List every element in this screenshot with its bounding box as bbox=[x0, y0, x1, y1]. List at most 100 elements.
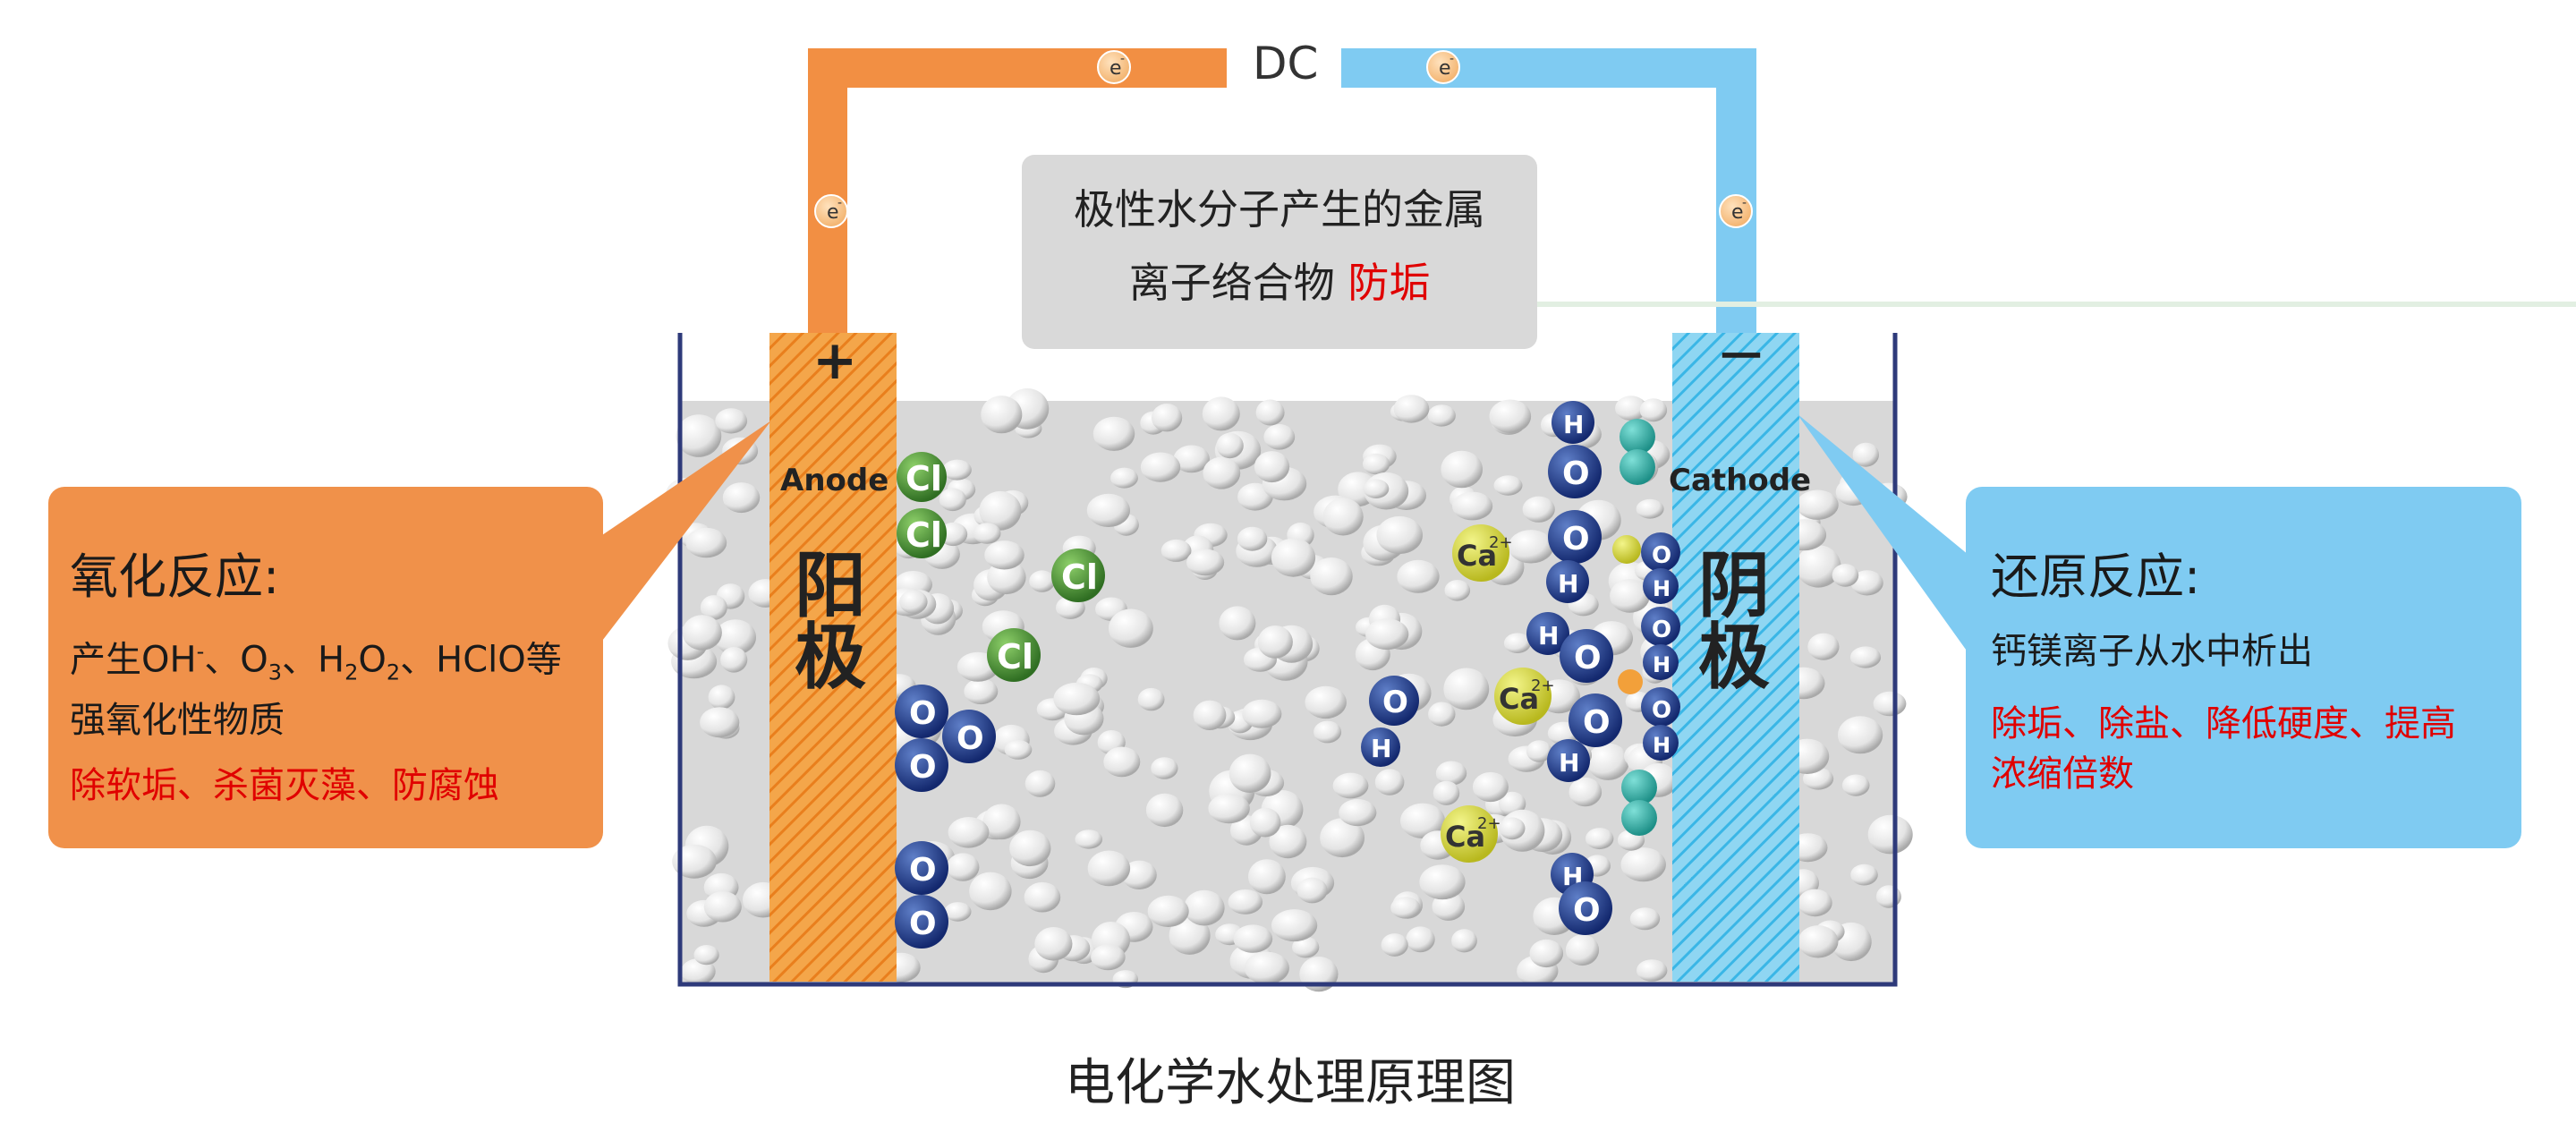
svg-text:O: O bbox=[909, 695, 937, 732]
water-bubble bbox=[973, 523, 1001, 544]
water-bubble bbox=[714, 619, 757, 655]
calcium-ion: Ca 2+ bbox=[1452, 524, 1513, 582]
water-bubble bbox=[981, 396, 1023, 434]
svg-text:H: H bbox=[1653, 576, 1671, 601]
hydroxide-ion: O H bbox=[1361, 676, 1419, 767]
water-bubble bbox=[1419, 864, 1466, 900]
water-bubble bbox=[984, 540, 1024, 570]
electron-icon: e - bbox=[1097, 50, 1131, 84]
water-bubble bbox=[1169, 915, 1211, 955]
water-bubble bbox=[1427, 404, 1456, 427]
water-bubble bbox=[1310, 557, 1353, 596]
water-bubble bbox=[685, 527, 727, 558]
svg-text:H: H bbox=[1558, 569, 1578, 599]
svg-text:H: H bbox=[1559, 748, 1579, 778]
water-bubble bbox=[1034, 927, 1073, 961]
callout-title: 氧化反应: bbox=[70, 549, 280, 605]
reduction-callout: 还原反应: 钙镁离子从水中析出 除垢、除盐、降低硬度、提高 浓缩倍数 bbox=[1966, 487, 2521, 848]
hydroxide-cluster: H O O H H O O H H O O H O H O H bbox=[1526, 401, 1680, 935]
svg-text:O: O bbox=[909, 749, 937, 786]
water-bubble bbox=[1271, 538, 1316, 577]
anode-cn-label: 极 bbox=[795, 616, 866, 699]
water-bubble bbox=[1109, 608, 1153, 648]
water-bubble bbox=[708, 685, 735, 710]
callout-title: 还原反应: bbox=[1991, 549, 2201, 605]
svg-text:O: O bbox=[909, 906, 937, 942]
water-bubble bbox=[1390, 897, 1421, 919]
water-bubble bbox=[1269, 824, 1307, 859]
svg-text:H: H bbox=[1371, 734, 1391, 763]
cathode-label: Cathode bbox=[1669, 463, 1811, 498]
water-bubble bbox=[682, 615, 722, 651]
svg-text:Cl: Cl bbox=[1061, 557, 1098, 597]
water-bubble bbox=[948, 817, 990, 848]
note-line: 离子络合物 防垢 bbox=[1128, 259, 1431, 307]
water-bubble bbox=[1193, 700, 1227, 730]
water-bubble bbox=[1796, 545, 1841, 588]
water-bubble bbox=[1160, 539, 1192, 562]
tank-outline bbox=[677, 333, 1898, 987]
water-bubble bbox=[1838, 716, 1883, 754]
water-bubble bbox=[1849, 646, 1882, 668]
electron-icon: e - bbox=[814, 194, 848, 228]
water-bubble bbox=[1092, 416, 1135, 451]
water-bubble bbox=[1297, 877, 1328, 904]
water-bubble bbox=[1202, 396, 1240, 431]
deposit-particle bbox=[1612, 419, 1657, 836]
water-bubble bbox=[1314, 720, 1342, 744]
water-bubble bbox=[1620, 847, 1666, 882]
cathode-cn-label: 极 bbox=[1698, 616, 1770, 699]
callout-effect: 浓缩倍数 bbox=[1991, 753, 2134, 795]
svg-text:O: O bbox=[1652, 697, 1671, 724]
water-bubble bbox=[969, 872, 1012, 911]
water-bubble bbox=[1796, 489, 1839, 520]
svg-text:O: O bbox=[909, 852, 937, 889]
water-bubble bbox=[1305, 685, 1347, 719]
water-bubble bbox=[1263, 424, 1296, 450]
water-bubble bbox=[1024, 770, 1056, 797]
water-bubble bbox=[1636, 498, 1664, 519]
anode-cn-label: 阳 bbox=[795, 544, 866, 627]
water-bubble bbox=[1339, 799, 1377, 827]
water-bubble bbox=[1152, 404, 1183, 432]
water-bubble bbox=[1832, 564, 1859, 587]
svg-text:H: H bbox=[1653, 652, 1671, 677]
oxygen-molecule: O O bbox=[895, 841, 948, 949]
water-bubble bbox=[1332, 772, 1369, 799]
water-bubble bbox=[947, 853, 980, 881]
water-bubble bbox=[1271, 909, 1318, 942]
water-bubble bbox=[1087, 850, 1131, 887]
water-bubble bbox=[1137, 687, 1165, 711]
water-bubble bbox=[1233, 924, 1273, 953]
chloride-ion: Cl bbox=[897, 452, 947, 502]
note-highlight: 防垢 bbox=[1348, 259, 1431, 307]
water-bubble bbox=[1381, 933, 1408, 957]
svg-text:-: - bbox=[1742, 196, 1747, 210]
water-bubble bbox=[1503, 633, 1531, 653]
water-bubble bbox=[1852, 442, 1879, 467]
water-bubble bbox=[1091, 944, 1126, 971]
svg-text:Ca: Ca bbox=[1457, 539, 1497, 573]
anode-wire bbox=[808, 48, 1227, 335]
water-bubble bbox=[942, 459, 972, 481]
water-bubble bbox=[1867, 814, 1913, 855]
water-bubble bbox=[1526, 740, 1552, 762]
svg-text:O: O bbox=[1583, 704, 1611, 741]
water-bubble bbox=[1320, 818, 1365, 858]
water-bubble bbox=[700, 595, 727, 620]
water-bubble bbox=[1248, 859, 1286, 895]
cathode-electrode bbox=[1672, 333, 1799, 982]
water-bubble bbox=[964, 678, 999, 705]
water-bubble bbox=[1292, 936, 1320, 958]
water-bubble bbox=[1452, 491, 1493, 521]
water-bubble bbox=[1433, 780, 1460, 805]
water-bubble bbox=[1610, 579, 1650, 613]
callout-effect: 除垢、除盐、降低硬度、提高 bbox=[1991, 703, 2456, 744]
water-bubble bbox=[1053, 682, 1101, 716]
water-bubble bbox=[1639, 398, 1668, 422]
water-bubble bbox=[681, 958, 716, 985]
svg-text:-: - bbox=[1450, 52, 1454, 66]
water-bubble bbox=[1009, 829, 1051, 867]
water-bubble bbox=[1145, 793, 1184, 828]
water-bubble bbox=[1086, 493, 1130, 528]
